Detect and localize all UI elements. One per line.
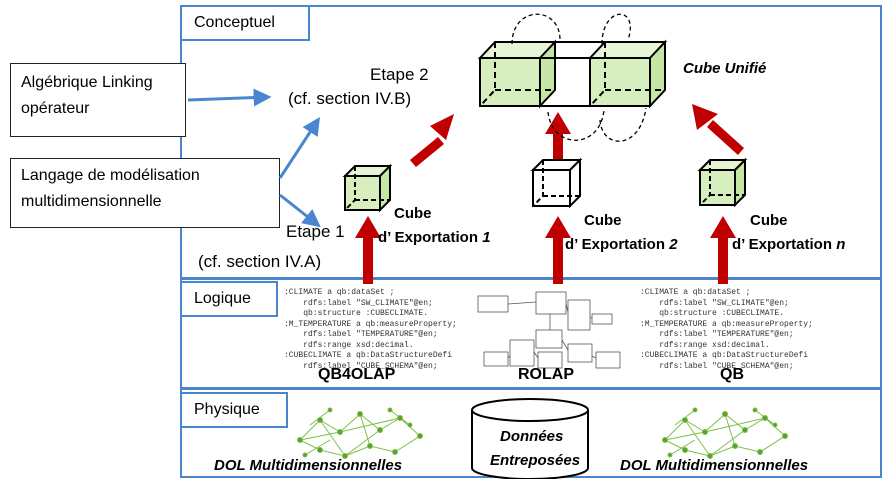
exportn-label-text: d’ Exportation xyxy=(732,236,833,253)
export2-label-text: d’ Exportation xyxy=(565,236,666,253)
layer-title-physique: Physique xyxy=(194,401,260,418)
export1-label-text: d’ Exportation xyxy=(378,229,479,246)
red-arrow-export1-to-unified xyxy=(410,114,454,167)
red-arrow-up-3 xyxy=(710,216,736,284)
export-cube-1 xyxy=(342,163,393,213)
export-cube-n xyxy=(697,157,748,208)
qb-label: QB xyxy=(720,366,744,383)
dol-right-label: DOL Multidimensionnelles xyxy=(620,457,809,474)
algebraic-operator-text: Algébrique Linking opérateur xyxy=(21,74,153,117)
export1-label-cube: Cube xyxy=(394,205,432,222)
graph-cluster-right xyxy=(662,407,788,459)
red-arrow-export2-to-unified xyxy=(545,112,571,162)
etape1-ref: (cf. section IV.A) xyxy=(198,252,322,271)
red-arrow-up-2 xyxy=(545,216,571,284)
layer-label-logique: Logique xyxy=(180,281,278,317)
layer-label-physique: Physique xyxy=(180,392,288,428)
export2-label-cube: Cube xyxy=(584,212,622,229)
layer-title-logique: Logique xyxy=(194,290,251,307)
exportn-label-number: n xyxy=(836,236,846,253)
export2-label-exportation: d’ Exportation 2 xyxy=(565,236,678,253)
algebraic-operator-box: Algébrique Linking opérateur xyxy=(10,63,186,137)
qb4olap-code: :CLIMATE a qb:dataSet ; rdfs:label "SW_C… xyxy=(284,288,457,371)
store-label-line1: Données xyxy=(500,428,564,445)
exportn-label-cube: Cube xyxy=(750,212,788,229)
qb4olap-label: QB4OLAP xyxy=(318,366,396,383)
logical-layer xyxy=(180,278,882,389)
unified-cube-label: Cube Unifié xyxy=(683,60,767,77)
etape1-title: Etape 1 xyxy=(286,222,345,241)
exportn-label-exportation: d’ Exportation n xyxy=(732,236,845,253)
blue-arrow-language-down xyxy=(279,193,321,228)
store-label-line2: Entreposées xyxy=(490,452,581,469)
red-arrow-exportn-to-unified xyxy=(692,104,744,155)
modeling-language-text: Langage de modélisation multidimensionne… xyxy=(21,167,200,210)
etape2-title: Etape 2 xyxy=(370,65,429,84)
export1-label-exportation: d’ Exportation 1 xyxy=(378,229,491,246)
layer-title-conceptuel: Conceptuel xyxy=(194,14,275,31)
qb-code: :CLIMATE a qb:dataSet ; rdfs:label "SW_C… xyxy=(640,288,813,371)
unified-cube xyxy=(477,39,668,109)
export2-label-number: 2 xyxy=(669,236,678,253)
rolap-schema xyxy=(477,291,621,369)
database-cylinder xyxy=(471,398,589,479)
blue-arrow-algebraic xyxy=(187,88,272,107)
etape2-ref: (cf. section IV.B) xyxy=(288,89,412,108)
blue-arrow-language-up xyxy=(278,116,320,179)
graph-cluster-left xyxy=(297,407,423,459)
dol-left-label: DOL Multidimensionnelles xyxy=(214,457,403,474)
layer-label-conceptuel: Conceptuel xyxy=(180,5,310,41)
red-arrow-up-1 xyxy=(355,216,381,284)
rolap-label: ROLAP xyxy=(518,366,574,383)
export-cube-2 xyxy=(530,157,583,209)
export1-label-number: 1 xyxy=(482,229,491,246)
modeling-language-box: Langage de modélisation multidimensionne… xyxy=(10,158,280,228)
unified-cube-dashed-arcs xyxy=(511,13,647,142)
